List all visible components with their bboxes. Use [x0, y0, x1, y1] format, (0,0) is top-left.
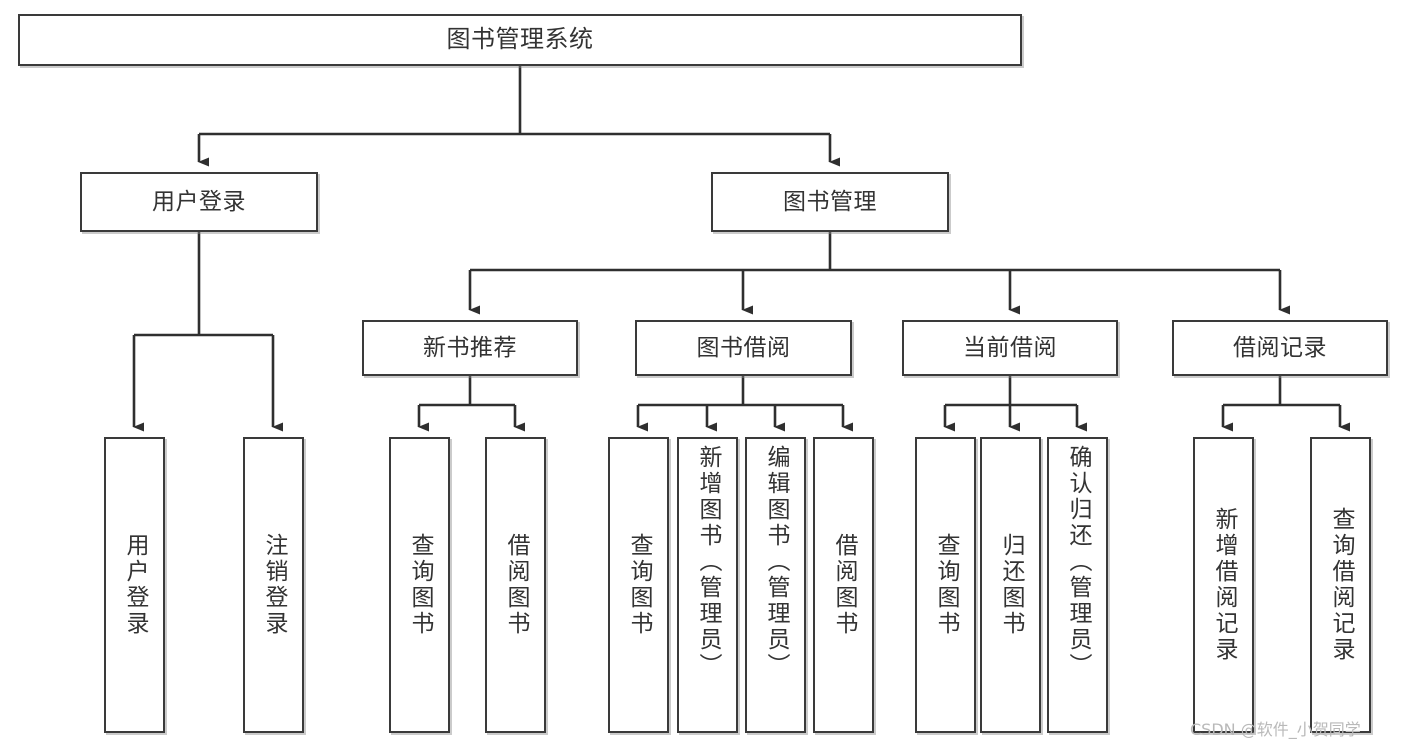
node-leaf-borrow-book[interactable]: 借阅图书 [813, 437, 874, 733]
node-label: 图书管理系统 [446, 25, 594, 54]
node-label: 借阅图书 [503, 533, 529, 637]
node-leaf-query-borrow-record[interactable]: 查询借阅记录 [1310, 437, 1371, 733]
node-leaf-add-book-admin[interactable]: 新增图书（管理员） [677, 437, 738, 733]
node-label: 查询图书 [407, 533, 433, 637]
node-label: 图书借阅 [696, 334, 791, 361]
node-new-book-recommend[interactable]: 新书推荐 [362, 320, 578, 376]
node-label: 当前借阅 [963, 334, 1057, 361]
node-leaf-borrow-book-recommend[interactable]: 借阅图书 [485, 437, 546, 733]
node-label: 归还图书 [998, 533, 1024, 637]
node-user-login[interactable]: 用户登录 [80, 172, 318, 232]
node-label: 新增图书（管理员） [695, 445, 721, 679]
node-label: 借阅记录 [1233, 334, 1327, 361]
node-label: 确认归还（管理员） [1065, 445, 1091, 679]
node-borrow-record[interactable]: 借阅记录 [1172, 320, 1388, 376]
node-label: 新书推荐 [423, 334, 517, 361]
node-leaf-query-book-recommend[interactable]: 查询图书 [389, 437, 450, 733]
node-leaf-edit-book-admin[interactable]: 编辑图书（管理员） [745, 437, 806, 733]
node-label: 查询借阅记录 [1328, 507, 1354, 663]
node-label: 借阅图书 [831, 533, 857, 637]
node-leaf-logout[interactable]: 注销登录 [243, 437, 304, 733]
node-book-borrow[interactable]: 图书借阅 [635, 320, 852, 376]
node-book-management[interactable]: 图书管理 [711, 172, 949, 232]
node-label: 编辑图书（管理员） [763, 445, 789, 679]
node-leaf-add-borrow-record[interactable]: 新增借阅记录 [1193, 437, 1254, 733]
node-leaf-user-login[interactable]: 用户登录 [104, 437, 165, 733]
node-label: 图书管理 [783, 188, 877, 215]
node-root-system[interactable]: 图书管理系统 [18, 14, 1022, 66]
watermark: CSDN @软件_小贺同学 [1190, 720, 1361, 739]
node-leaf-confirm-return-admin[interactable]: 确认归还（管理员） [1047, 437, 1108, 733]
node-label: 注销登录 [261, 533, 287, 637]
node-leaf-return-book[interactable]: 归还图书 [980, 437, 1041, 733]
node-leaf-query-book-current[interactable]: 查询图书 [915, 437, 976, 733]
node-label: 新增借阅记录 [1211, 507, 1237, 663]
node-label: 用户登录 [122, 533, 148, 637]
node-label: 查询图书 [626, 533, 652, 637]
node-label: 用户登录 [152, 188, 246, 215]
node-current-borrow[interactable]: 当前借阅 [902, 320, 1118, 376]
node-label: 查询图书 [933, 533, 959, 637]
node-leaf-query-book-borrow[interactable]: 查询图书 [608, 437, 669, 733]
